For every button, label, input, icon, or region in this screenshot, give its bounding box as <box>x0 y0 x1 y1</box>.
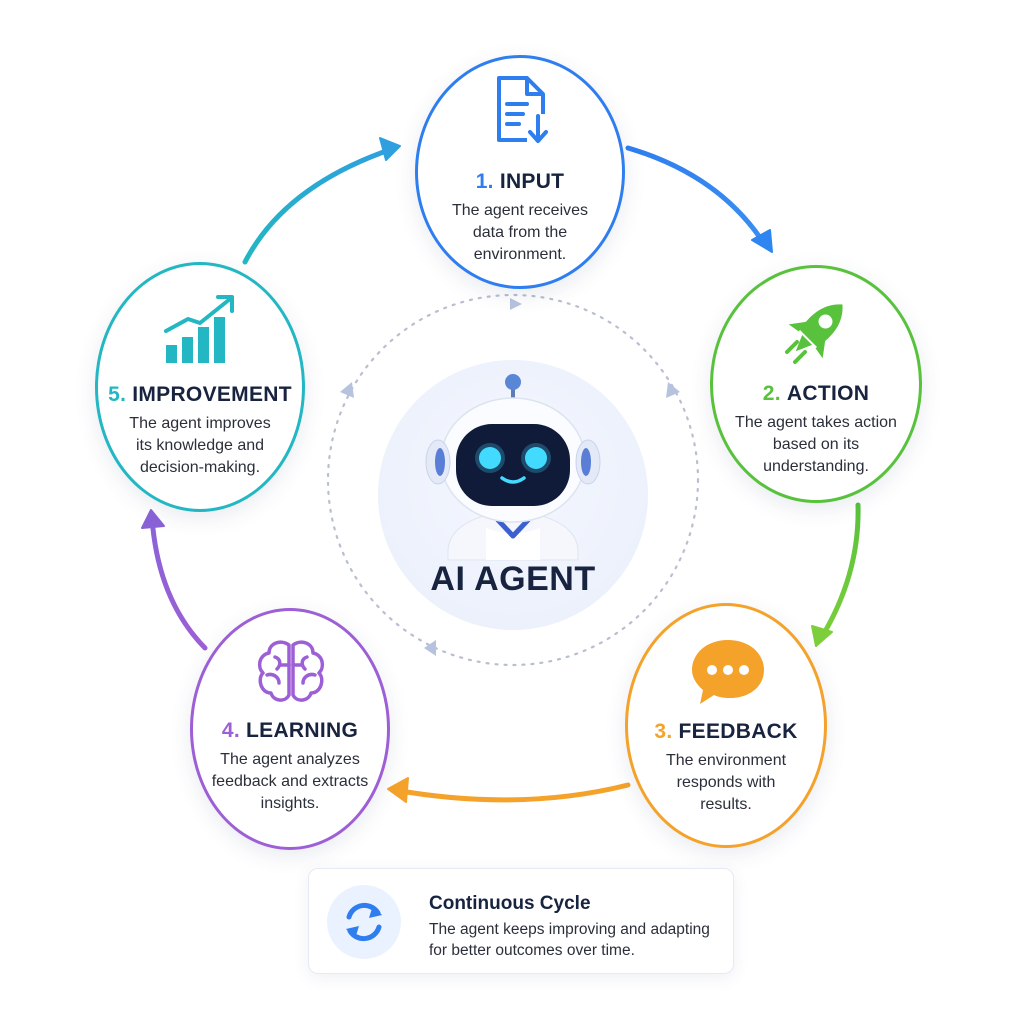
robot-icon <box>425 374 601 561</box>
rocket-icon <box>785 304 843 364</box>
inner-dotted-ring <box>326 293 700 667</box>
step-node-learning: 4.LEARNING The agent analyzes feedback a… <box>190 608 390 850</box>
chat-bubble-icon <box>692 640 764 704</box>
center-title: AI AGENT <box>430 560 596 598</box>
ring-arrow-right <box>666 382 680 398</box>
ring-arrow-bottom <box>424 640 436 656</box>
step-node-input: 1.INPUT The agent receives data from the… <box>415 55 625 289</box>
step-title: FEEDBACK <box>678 720 798 743</box>
document-download-icon <box>497 76 549 144</box>
step-title: ACTION <box>786 382 870 405</box>
step-description: The environment responds with results. <box>665 752 787 813</box>
step-description: The agent analyzes feedback and extracts… <box>211 751 369 812</box>
arrow-improvement-to-input <box>242 145 398 265</box>
arrow-action-to-feedback <box>817 502 861 643</box>
step-description: The agent takes action based on its unde… <box>735 414 897 475</box>
step-node-feedback: 3.FEEDBACK The environment responds with… <box>625 603 827 848</box>
refresh-cycle-icon <box>346 902 382 942</box>
step-number: 1. <box>475 170 494 193</box>
arrow-feedback-to-learning <box>392 782 631 803</box>
step-number: 4. <box>221 719 241 742</box>
step-node-action: 2.ACTION The agent takes action based on… <box>710 265 922 503</box>
step-number: 2. <box>762 382 781 405</box>
step-description: The agent improves its knowledge and dec… <box>129 415 271 476</box>
step-title: LEARNING <box>246 719 359 742</box>
arrow-input-to-action <box>625 145 768 248</box>
continuous-cycle-card: Continuous Cycle The agent keeps improvi… <box>308 868 734 974</box>
step-node-improvement: 5.IMPROVEMENT The agent improves its kno… <box>95 262 305 512</box>
growth-chart-icon <box>164 295 234 363</box>
step-number: 3. <box>654 720 673 743</box>
step-description: The agent receives data from the environ… <box>451 202 589 263</box>
step-title: INPUT <box>499 170 565 193</box>
cycle-icon-badge <box>327 885 401 959</box>
ring-arrow-left <box>340 382 354 398</box>
brain-icon <box>257 640 325 702</box>
cycle-title: Continuous Cycle <box>429 893 591 914</box>
center-agent-circle <box>378 360 648 630</box>
ring-arrow-top <box>510 298 522 310</box>
step-number: 5. <box>108 383 127 406</box>
step-title: IMPROVEMENT <box>132 383 292 406</box>
arrow-learning-to-improvement <box>149 515 208 651</box>
cycle-description: The agent keeps improving and adapting f… <box>429 921 710 959</box>
